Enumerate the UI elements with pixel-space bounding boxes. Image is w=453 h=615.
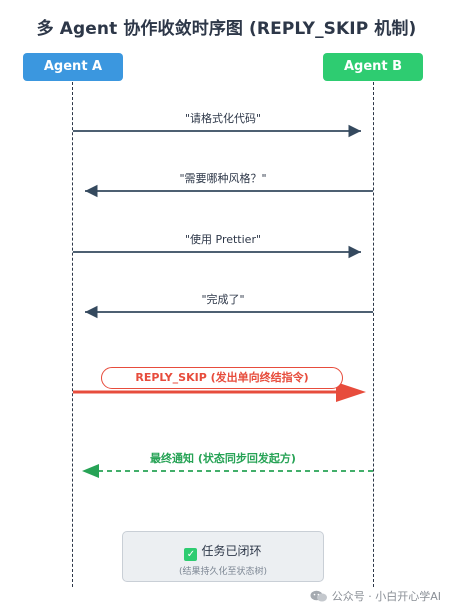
diagram-title: 多 Agent 协作收敛时序图 (REPLY_SKIP 机制): [36, 19, 417, 39]
message-label-2: "需要哪种风格？": [179, 172, 267, 185]
actor-agent-b: Agent B: [323, 53, 423, 81]
wechat-icon: [310, 590, 327, 602]
task-closed-text: 任务已闭环: [201, 544, 262, 558]
message-label-3: "使用 Prettier": [184, 233, 262, 246]
reply-skip-label: REPLY_SKIP (发出单向终结指令): [101, 367, 343, 389]
notify-arrow-head: [82, 464, 99, 478]
final-notify-label: 最终通知 (状态同步回发起方): [150, 452, 296, 465]
watermark: 公众号 · 小白开心学AI: [310, 588, 441, 604]
skip-arrow-head: [336, 382, 366, 402]
message-label-1: "请格式化代码": [184, 112, 262, 125]
task-closed-row: ✓任务已闭环: [123, 543, 323, 561]
lifeline-agent-b: [373, 82, 374, 587]
check-icon: ✓: [184, 548, 198, 561]
task-closed-subtext: (结果持久化至状态树): [178, 567, 268, 577]
message-label-4: "完成了": [201, 293, 245, 306]
actor-agent-a: Agent A: [23, 53, 123, 81]
lifeline-agent-a: [72, 82, 73, 587]
watermark-text: 公众号 · 小白开心学AI: [331, 590, 441, 603]
task-closed-box: ✓任务已闭环 (结果持久化至状态树): [122, 531, 324, 582]
